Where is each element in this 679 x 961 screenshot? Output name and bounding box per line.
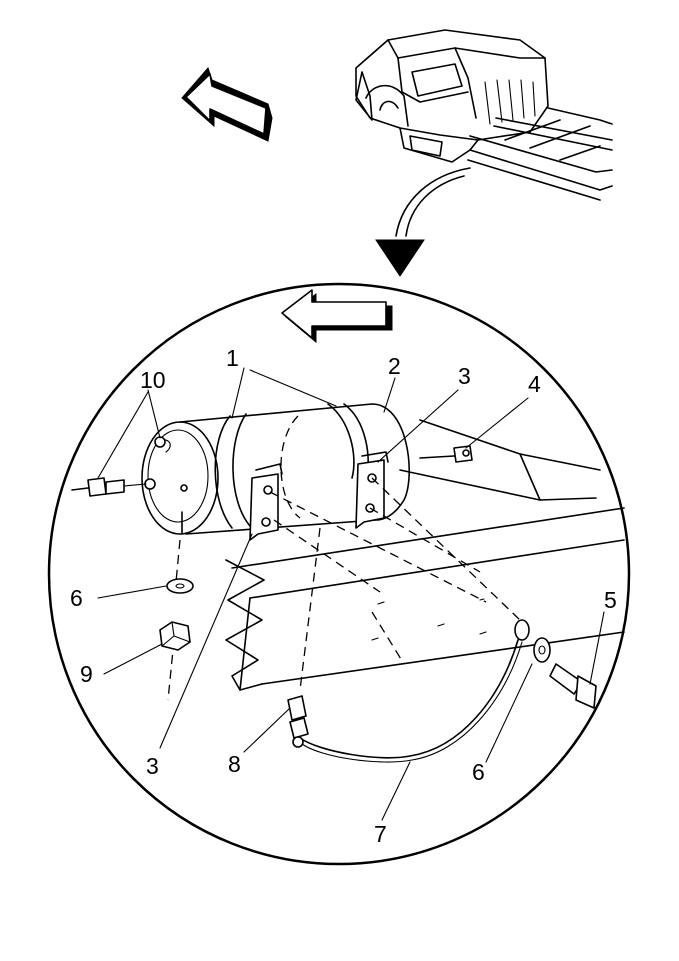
callout-labels: 1 2 3 3 4 5 6 6 7 8 9 10 <box>70 345 617 847</box>
bolt-5 <box>549 663 597 709</box>
callout-9: 9 <box>80 661 93 687</box>
frame-rail <box>225 419 625 691</box>
nut-9 <box>159 621 191 651</box>
callout-4: 4 <box>528 371 541 397</box>
tank-mounting-brackets <box>249 451 389 541</box>
callout-leader-lines <box>97 367 605 821</box>
tank-straps <box>214 403 369 529</box>
detail-view-circle <box>47 282 631 866</box>
detail-pointer-arrow <box>375 167 471 277</box>
forward-direction-arrow-top <box>181 67 273 142</box>
callout-10: 10 <box>140 367 166 393</box>
forward-direction-arrow-detail <box>281 289 393 344</box>
bolt-4 <box>419 445 473 463</box>
callout-2: 2 <box>388 353 401 379</box>
washer-6-right <box>533 637 551 663</box>
callout-1: 1 <box>226 345 239 371</box>
callout-5: 5 <box>604 587 617 613</box>
callout-6-right: 6 <box>472 759 485 785</box>
drain-valve-10 <box>71 477 147 497</box>
callout-8: 8 <box>228 751 241 777</box>
callout-6-left: 6 <box>70 585 83 611</box>
air-tank <box>141 403 410 535</box>
fitting-8 <box>287 695 309 748</box>
callout-3-top: 3 <box>458 363 471 389</box>
ground-cable-7 <box>299 619 530 763</box>
callout-3-bottom: 3 <box>146 753 159 779</box>
washer-6-left <box>166 578 194 594</box>
truck-cab-overview <box>355 29 613 201</box>
install-dash-lines <box>167 477 521 701</box>
callout-7: 7 <box>374 821 387 847</box>
